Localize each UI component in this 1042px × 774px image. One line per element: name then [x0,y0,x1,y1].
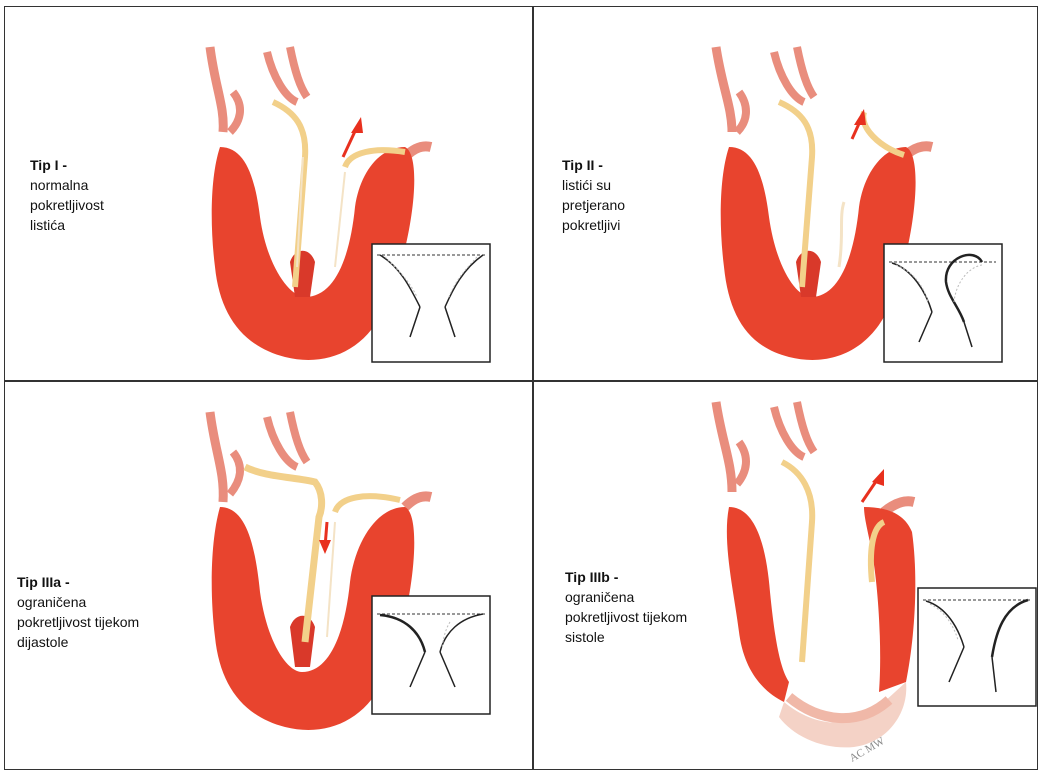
panel-label-type-ii: Tip II - listići su pretjerano pokretlji… [562,155,625,235]
panel-type-iiib: AC MW Tip IIIb - ograničena pokretljivos… [533,381,1038,770]
panel-desc-line: sistole [565,627,687,647]
panel-label-type-i: Tip I - normalna pokretljivost listića [30,155,104,235]
panel-desc-line: pokretljivost tijekom [565,607,687,627]
panel-desc-line: pokretljivi [562,215,625,235]
panel-desc-line: listići su [562,175,625,195]
panel-title: Tip II - [562,157,603,173]
panel-desc-line: dijastole [17,632,139,652]
panel-label-type-iiia: Tip IIIa - ograničena pokretljivost tije… [17,572,139,652]
panel-desc-line: pokretljivost [30,195,104,215]
panel-desc-line: normalna [30,175,104,195]
panel-title: Tip I - [30,157,67,173]
panel-type-ii: Tip II - listići su pretjerano pokretlji… [533,6,1038,381]
panel-desc-line: pokretljivost tijekom [17,612,139,632]
panel-desc-line: pretjerano [562,195,625,215]
panel-desc-line: ograničena [17,592,139,612]
panel-type-iiia: Tip IIIa - ograničena pokretljivost tije… [4,381,533,770]
panel-desc-line: ograničena [565,587,687,607]
panel-label-type-iiib: Tip IIIb - ograničena pokretljivost tije… [565,567,687,647]
panel-type-i: Tip I - normalna pokretljivost listića [4,6,533,381]
panel-title: Tip IIIa - [17,574,70,590]
panel-title: Tip IIIb - [565,569,618,585]
panel-desc-line: listića [30,215,104,235]
